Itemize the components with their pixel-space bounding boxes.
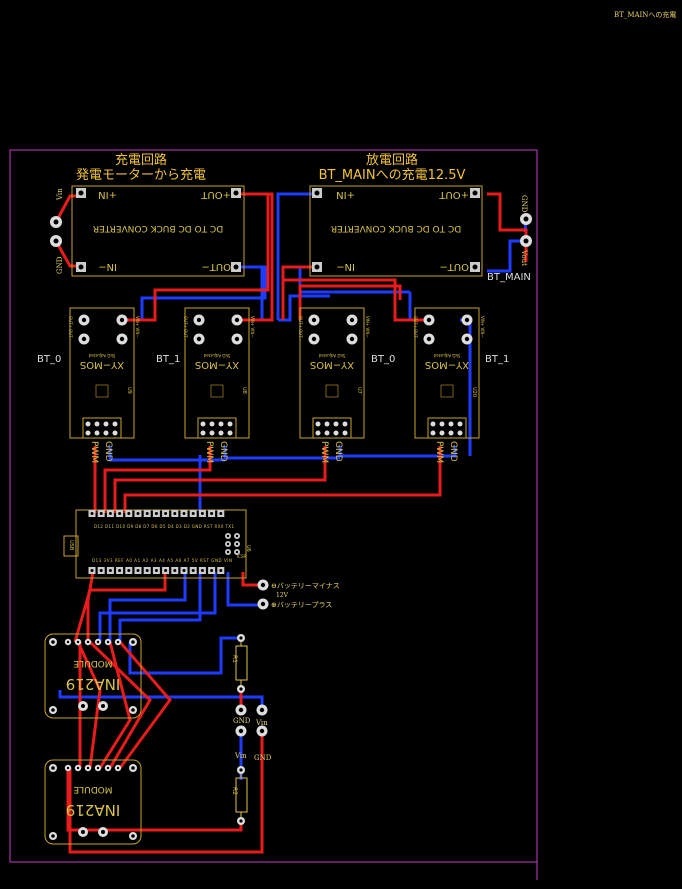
bt0-label-right: BT_0 [371, 354, 395, 365]
discharge-output-header: GND Vout BT_MAIN [487, 195, 532, 283]
charge-gnd-label: GND [56, 256, 64, 274]
shunt-gnd-top: GND [233, 717, 251, 725]
mcu-ref: U6 [245, 545, 251, 552]
bt1-label-left: BT_1 [156, 354, 180, 365]
arduino-nano: USB U6 D12 D11 D10 D9 D8 D7 D6 D5 D4 D3 … [63, 509, 251, 579]
red-traces [54, 192, 528, 854]
conv1-out-minus: OUT− [201, 261, 231, 272]
resistor-r1: R1 [231, 634, 248, 693]
mcu-top-pin-labels: D12 D11 D10 D9 D8 D7 D6 D5 D4 D3 D2 GND … [94, 524, 234, 529]
charge-title-line2: 発電モーターから充電 [76, 167, 206, 183]
shunt-gnd-bottom: GND [254, 754, 272, 762]
conv1-out-plus: +OUT [200, 189, 231, 200]
charge-input-header: Vin GND [50, 188, 64, 274]
ina-module-label: MODULE [73, 658, 112, 668]
charge-title-line1: 充電回路 [115, 152, 167, 168]
conv1-label: DC TO DC BUCK CONVERTER [93, 223, 223, 233]
mos-gnd-label: GND [218, 441, 228, 462]
battery-minus-label: ⊖バッテリーマイナス [271, 582, 340, 590]
shunt-vin-bottom: Vin [234, 752, 247, 760]
mcu-usb-label: USB [68, 540, 74, 551]
conv2-out-plus: +OUT [438, 189, 469, 200]
corner-note: BT_MAINへの充電 [614, 11, 677, 19]
mos-vin-labels: VIN+ VIN− [480, 316, 485, 338]
board-outline [9, 149, 538, 863]
battery-voltage-label: 12V [276, 592, 289, 599]
mos-ref: U9 [126, 387, 132, 394]
r2-label: R2 [231, 787, 238, 795]
buck-converter-discharge: +IN +OUT IN− OUT− DC TO DC BUCK CONVERTE… [309, 185, 483, 277]
bt-main-label: BT_MAIN [487, 272, 531, 283]
conv2-label: DC TO DC BUCK CONVERTER [331, 223, 461, 233]
battery-terminals: ⊖バッテリーマイナス 12V ⊕バッテリープラス [257, 579, 340, 610]
ina-name-label: INA219 [66, 801, 121, 819]
ina219-module-2: MODULE INA219 [44, 759, 142, 845]
buck-converter-charge: +IN +OUT IN− OUT− DC TO DC BUCK CONVERTE… [71, 185, 245, 277]
mos-name: XY−MOS [310, 359, 354, 370]
resistor-r2: R2 [231, 766, 248, 825]
mos-pwm-label: PWM [434, 441, 444, 463]
mos-out-labels: OUT+ OUT− [68, 316, 73, 341]
mos-name: XY−MOS [425, 359, 469, 370]
discharge-title-line2: BT_MAINへの充電12.5V [319, 167, 466, 183]
mcu-icsp-label: ICSP [237, 554, 247, 559]
mcu-bottom-pin-labels: D13 3V3 REF A0 A1 A2 A3 A4 A5 A6 A7 5V R… [92, 558, 232, 563]
mos-pwm-label: PWM [319, 441, 329, 463]
mos-vin-labels: VIN+ VIN− [365, 316, 370, 338]
ina-name-label: INA219 [66, 675, 121, 693]
mos-gnd-label: GND [448, 441, 458, 462]
mos-subtitle: 5kΩ Adjusted [433, 353, 460, 358]
shunt-vin-top: Vin [255, 719, 268, 727]
battery-plus-label: ⊕バッテリープラス [271, 601, 332, 609]
discharge-vout-label: Vout [520, 249, 528, 266]
bt1-label-right: BT_1 [485, 354, 509, 365]
mos-name: XY−MOS [195, 359, 239, 370]
charge-vin-label: Vin [56, 188, 64, 201]
r1-label: R1 [231, 655, 238, 663]
ina-module-label: MODULE [73, 784, 112, 794]
mos-subtitle: 5kΩ Adjusted [88, 353, 115, 358]
mos-vin-labels: VIN+ VIN− [135, 316, 140, 338]
blue-traces [58, 192, 528, 780]
mos-ref: U20 [471, 387, 477, 397]
discharge-title-line1: 放電回路 [366, 152, 418, 168]
mos-pwm-label: PWM [204, 441, 214, 463]
mos-gnd-label: GND [103, 441, 113, 462]
mos-ref: U8 [241, 387, 247, 394]
mos-subtitle: 5kΩ Adjusted [203, 353, 230, 358]
mos-vin-labels: VIN+ VIN− [250, 316, 255, 338]
bt0-label-left: BT_0 [37, 354, 61, 365]
mos-out-labels: OUT+ OUT− [183, 316, 188, 341]
shunt-header: GND Vin Vin GND [233, 704, 272, 762]
conv1-in-minus: IN− [98, 261, 117, 272]
mos-out-labels: OUT+ OUT− [413, 316, 418, 341]
mos-ref: U7 [356, 387, 362, 394]
conv2-in-plus: +IN [336, 189, 355, 200]
mos-pwm-label: PWM [89, 441, 99, 463]
conv2-in-minus: IN− [336, 261, 355, 272]
mos-name: XY−MOS [80, 359, 124, 370]
conv1-in-plus: +IN [98, 189, 117, 200]
mos-subtitle: 5kΩ Adjusted [318, 353, 345, 358]
mos-gnd-label: GND [333, 441, 343, 462]
conv2-out-minus: OUT− [439, 261, 469, 272]
mos-out-labels: OUT+ OUT− [298, 316, 303, 341]
discharge-gnd-label: GND [520, 195, 528, 213]
ina219-module-1: MODULE INA219 [44, 633, 142, 719]
